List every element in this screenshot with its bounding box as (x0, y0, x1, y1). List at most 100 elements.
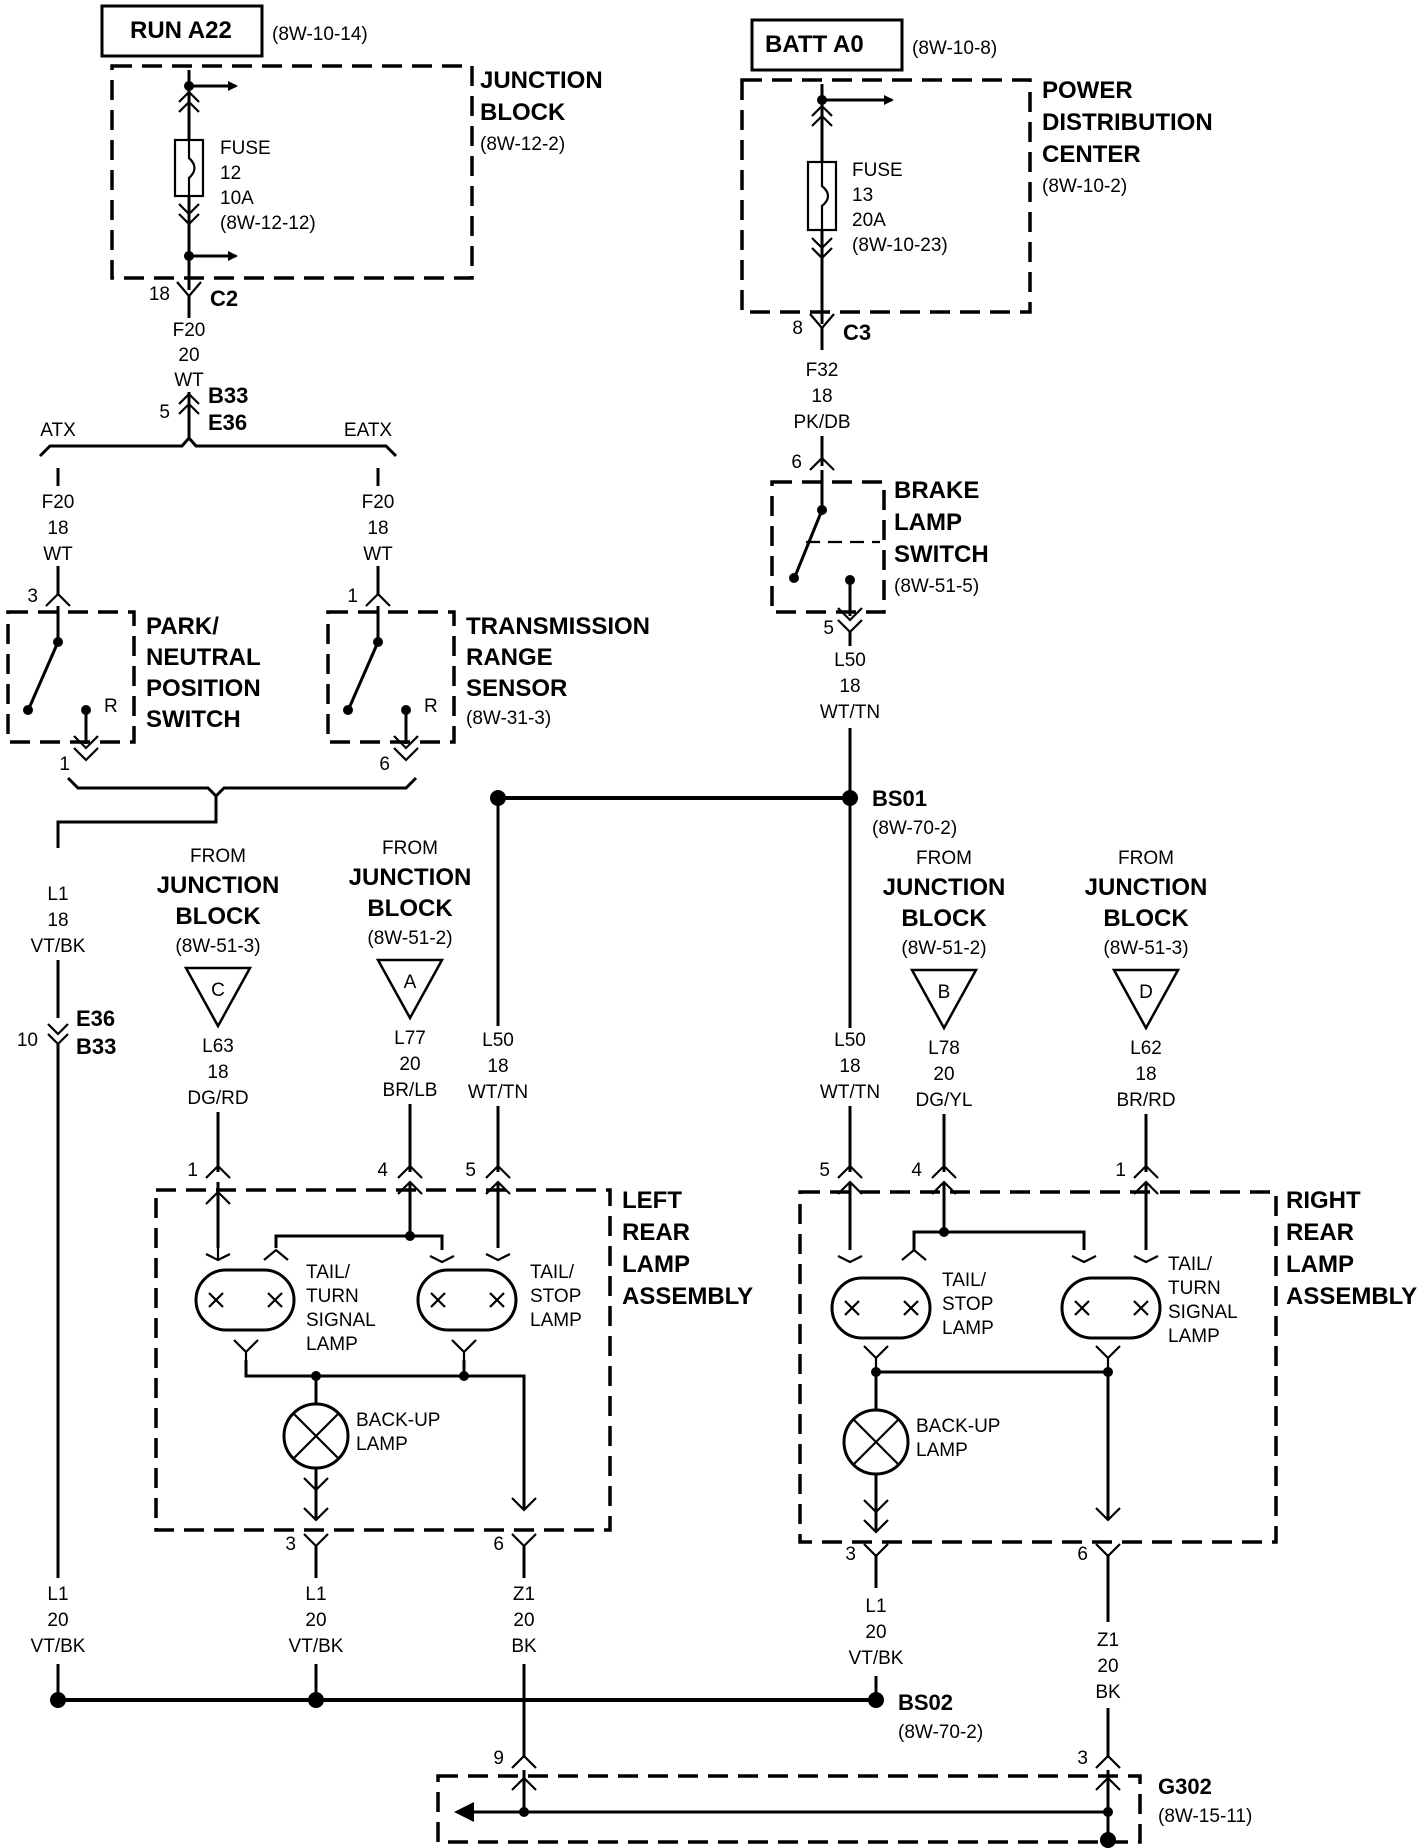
right-tail-turn-lamp-icon (1060, 1276, 1162, 1340)
svg-text:LAMP: LAMP (356, 1434, 408, 1455)
run-a22-source: RUN A22 (8W-10-14) (100, 4, 368, 58)
power-distribution-center: POWER DISTRIBUTION CENTER (8W-10-2) FUSE… (740, 77, 1213, 345)
svg-text:POSITION: POSITION (146, 675, 261, 702)
c3-label: C3 (843, 320, 871, 345)
svg-text:LAMP: LAMP (942, 1318, 994, 1339)
left-tail-turn-lamp-icon (194, 1268, 296, 1332)
svg-text:20: 20 (933, 1064, 954, 1085)
bs02-splice: BS02 (8W-70-2) (50, 1690, 983, 1743)
svg-text:3: 3 (1077, 1748, 1088, 1769)
svg-text:4: 4 (377, 1160, 388, 1181)
c2-label: C2 (210, 286, 238, 311)
svg-text:DG/YL: DG/YL (915, 1090, 972, 1111)
svg-text:SWITCH: SWITCH (894, 541, 989, 568)
batt-a0-ref: (8W-10-8) (912, 38, 997, 59)
brake-switch-box (770, 480, 886, 614)
svg-text:SIGNAL: SIGNAL (1168, 1302, 1238, 1323)
svg-text:RANGE: RANGE (466, 644, 553, 671)
svg-text:WT/TN: WT/TN (468, 1082, 528, 1103)
svg-text:1: 1 (1115, 1160, 1126, 1181)
pdc-ref: (8W-10-2) (1042, 176, 1127, 197)
svg-text:BK: BK (1095, 1682, 1121, 1703)
connector-c-icon (183, 966, 253, 1029)
svg-text:R: R (104, 696, 118, 717)
svg-text:L50: L50 (482, 1030, 514, 1051)
svg-text:6: 6 (493, 1534, 504, 1555)
svg-text:18: 18 (811, 386, 832, 407)
svg-text:20: 20 (865, 1622, 886, 1643)
svg-text:8: 8 (792, 318, 803, 339)
from-junction-block-b: FROM JUNCTION BLOCK (8W-51-2) B (883, 848, 1005, 1031)
svg-text:20: 20 (1097, 1656, 1118, 1677)
right-lamp-assembly-box (798, 1190, 1278, 1544)
svg-text:B33: B33 (76, 1034, 116, 1059)
g302-label: G302 (1158, 1774, 1212, 1799)
svg-text:WT: WT (43, 544, 73, 565)
svg-text:BLOCK: BLOCK (175, 903, 261, 930)
svg-text:LAMP: LAMP (916, 1440, 968, 1461)
svg-text:A: A (404, 972, 417, 993)
svg-text:LAMP: LAMP (306, 1334, 358, 1355)
b33-e36-connector-top: 5 B33 E36 (159, 383, 248, 435)
park-neutral-switch-title: PARK/ (146, 613, 219, 640)
bs02-ref: (8W-70-2) (898, 1722, 983, 1743)
svg-text:LAMP: LAMP (894, 509, 962, 536)
trs-switch-icon (348, 641, 380, 707)
bs01-ref: (8W-70-2) (872, 818, 957, 839)
svg-text:10A: 10A (220, 188, 254, 209)
svg-text:REAR: REAR (622, 1219, 690, 1246)
svg-text:WT/TN: WT/TN (820, 702, 880, 723)
svg-text:R: R (424, 696, 438, 717)
left-tail-stop-label: TAIL/ (530, 1262, 575, 1283)
connector-a-icon (375, 958, 445, 1021)
eatx-label: EATX (344, 420, 393, 441)
svg-text:L1: L1 (47, 1584, 68, 1605)
svg-text:BLOCK: BLOCK (901, 905, 987, 932)
svg-text:(8W-12-12): (8W-12-12) (220, 213, 316, 234)
left-lamp-title: LEFT (622, 1187, 682, 1214)
svg-text:STOP: STOP (530, 1286, 581, 1307)
junction-block-box (110, 64, 474, 280)
svg-text:JUNCTION: JUNCTION (1085, 874, 1208, 901)
g302-ground: 9 3 G302 (8W-15-11) (436, 1748, 1252, 1848)
from-junction-block-a: FROM JUNCTION BLOCK (8W-51-2) A (349, 838, 472, 1021)
svg-text:L1: L1 (305, 1584, 326, 1605)
svg-text:5: 5 (819, 1160, 830, 1181)
svg-text:SIGNAL: SIGNAL (306, 1310, 376, 1331)
svg-text:5: 5 (823, 618, 834, 639)
brake-switch-title: BRAKE (894, 477, 979, 504)
left-lamp-assembly-box (154, 1188, 612, 1532)
svg-text:TURN: TURN (1168, 1278, 1221, 1299)
svg-text:6: 6 (791, 452, 802, 473)
atx-label: ATX (40, 420, 76, 441)
junction-block-title-1: JUNCTION (480, 67, 603, 94)
l50-wire-label: L50 (834, 650, 866, 671)
batt-a0-box (750, 18, 904, 72)
pdc-box (740, 78, 1032, 314)
svg-text:20: 20 (399, 1054, 420, 1075)
brake-switch-ref: (8W-51-5) (894, 576, 979, 597)
svg-text:L1: L1 (865, 1596, 886, 1617)
svg-text:B: B (938, 982, 951, 1003)
svg-text:18: 18 (487, 1056, 508, 1077)
svg-text:20: 20 (513, 1610, 534, 1631)
fuse-12-label: FUSE (220, 138, 271, 159)
svg-text:18: 18 (149, 284, 170, 305)
svg-text:BK: BK (511, 1636, 537, 1657)
svg-text:REAR: REAR (1286, 1219, 1354, 1246)
batt-a0-label: BATT A0 (765, 31, 864, 58)
svg-text:6: 6 (379, 754, 390, 775)
svg-text:10: 10 (17, 1030, 38, 1051)
svg-text:1: 1 (187, 1160, 198, 1181)
svg-text:L78: L78 (928, 1038, 960, 1059)
right-tail-stop-lamp-icon (830, 1276, 932, 1340)
run-a22-box (100, 4, 264, 58)
svg-text:LAMP: LAMP (622, 1251, 690, 1278)
svg-text:DG/RD: DG/RD (187, 1088, 248, 1109)
svg-text:13: 13 (852, 185, 873, 206)
svg-text:JUNCTION: JUNCTION (349, 864, 472, 891)
svg-text:WT: WT (363, 544, 393, 565)
svg-text:3: 3 (285, 1534, 296, 1555)
e36-b33-connector-bottom: 10 E36 B33 (17, 1006, 117, 1059)
